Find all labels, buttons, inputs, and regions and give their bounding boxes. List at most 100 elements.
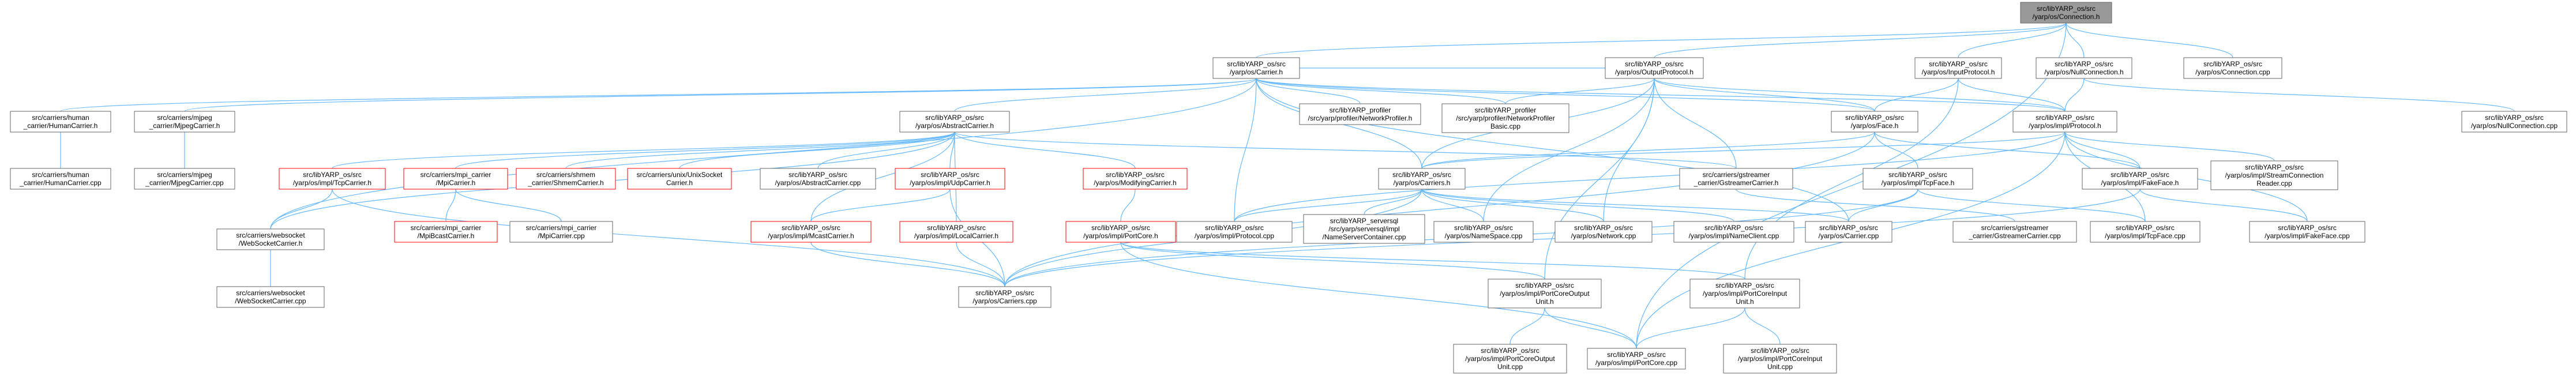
edge-Carriers_h-to-Network_cpp xyxy=(1419,183,1604,222)
edge-Carrier_h-to-Carrier_cpp xyxy=(1253,73,1849,222)
node-box-LocalCarrier_h[interactable] xyxy=(899,221,1013,243)
edge-AbstractCarrier_h-to-AbstractCarrier_cpp xyxy=(817,126,957,169)
node-box-MpiCarrier_cpp[interactable] xyxy=(509,221,613,243)
edge-McastCarrier_h-to-Carriers_cpp xyxy=(808,236,1005,287)
node-box-PortCoreOutputUnit_h[interactable] xyxy=(1488,279,1602,309)
node-box-WebSocketCarrier_cpp[interactable] xyxy=(216,286,325,308)
node-box-NetworkProfiler_cpp[interactable] xyxy=(1441,103,1569,133)
edge-MpiCarrier_h-to-MpiBcastCarrier_h xyxy=(445,183,459,222)
node-box-NameSpace_cpp[interactable] xyxy=(1433,221,1534,243)
edge-AbstractCarrier_h-to-ShmemCarrier_h xyxy=(565,126,958,169)
node-box-Carrier_cpp[interactable] xyxy=(1805,221,1892,243)
node-box-GstreamerCarrier_h[interactable] xyxy=(1679,168,1793,190)
edge-AbstractCarrier_h-to-TcpCarrier_h xyxy=(332,126,958,169)
node-box-NullConnection_cpp[interactable] xyxy=(2461,111,2567,133)
nodes-layer xyxy=(10,2,2567,374)
node-box-PortCore_cpp[interactable] xyxy=(1587,348,1686,370)
node-box-TcpCarrier_h[interactable] xyxy=(279,168,386,190)
edge-ImplProtocol_h-to-StreamConnectionReader_cpp xyxy=(2062,126,2275,161)
edge-AbstractCarrier_h-to-MpiCarrier_h xyxy=(455,126,958,169)
node-box-FakeFace_h[interactable] xyxy=(2082,168,2198,190)
edge-MpiCarrier_h-to-MpiCarrier_cpp xyxy=(453,183,562,222)
edge-LocalCarrier_h-to-Carriers_cpp xyxy=(953,236,1005,287)
edge-PortCoreInputUnit_h-to-PortCore_cpp xyxy=(1636,302,1748,349)
edge-Carrier_h-to-NetworkProfiler_cpp xyxy=(1253,73,1506,104)
node-box-InputProtocol_h[interactable] xyxy=(1914,57,2002,79)
node-box-NullConnection_h[interactable] xyxy=(2036,57,2132,79)
node-box-ModifyingCarrier_h[interactable] xyxy=(1083,168,1188,190)
edge-Carrier_h-to-HumanCarrier_h xyxy=(60,73,1260,112)
node-box-MpiCarrier_h[interactable] xyxy=(403,168,508,190)
node-box-Carrier_h[interactable] xyxy=(1212,57,1300,79)
node-box-PortCoreOutputUnit_cpp[interactable] xyxy=(1453,344,1567,374)
node-box-PortCoreInputUnit_cpp[interactable] xyxy=(1723,344,1837,374)
node-box-root[interactable] xyxy=(2020,2,2112,24)
node-box-UdpCarrier_h[interactable] xyxy=(895,168,1005,190)
edge-Carriers_h-to-Carrier_cpp xyxy=(1418,183,1849,222)
node-box-HumanCarrier_h[interactable] xyxy=(10,111,111,133)
node-box-AbstractCarrier_h[interactable] xyxy=(899,111,1010,133)
node-box-ImplProtocol_h[interactable] xyxy=(2012,111,2117,133)
node-box-MpiBcastCarrier_h[interactable] xyxy=(394,221,498,243)
node-box-HumanCarrier_cpp[interactable] xyxy=(10,168,111,190)
edge-OutputProtocol_h-to-NetworkProfiler_cpp xyxy=(1505,73,1657,104)
edge-Carriers_h-to-NameClient_cpp xyxy=(1419,183,1734,222)
node-box-ShmemCarrier_h[interactable] xyxy=(516,168,616,190)
node-box-PortCore_h[interactable] xyxy=(1065,221,1176,243)
edge-TcpCarrier_h-to-WebSocketCarrier_h xyxy=(270,183,335,230)
node-box-MjpegCarrier_h[interactable] xyxy=(134,111,235,133)
node-box-FakeFace_cpp[interactable] xyxy=(2249,221,2365,243)
edge-AbstractCarrier_h-to-ModifyingCarrier_h xyxy=(952,126,1136,169)
node-box-NetworkProfiler_h[interactable] xyxy=(1299,103,1421,125)
edge-TcpCarrier_h-to-Carriers_cpp xyxy=(329,183,1005,287)
node-box-Carriers_h[interactable] xyxy=(1378,168,1466,190)
edge-AbstractCarrier_h-to-McastCarrier_h xyxy=(810,126,957,222)
node-box-OutputProtocol_h[interactable] xyxy=(1605,57,1704,79)
edge-InputProtocol_h-to-Face_h xyxy=(1874,73,1961,112)
edge-root-to-Connection_cpp xyxy=(2063,17,2233,58)
edge-OutputProtocol_h-to-Network_cpp xyxy=(1603,73,1657,222)
edge-root-to-InputProtocol_h xyxy=(1958,17,2069,58)
node-box-Connection_cpp[interactable] xyxy=(2183,57,2282,79)
edge-OutputProtocol_h-to-Face_h xyxy=(1651,73,1875,112)
node-box-TcpFace_cpp[interactable] xyxy=(2090,221,2201,243)
edge-root-to-NullConnection_h xyxy=(2063,17,2085,58)
node-box-Face_h[interactable] xyxy=(1831,111,1918,133)
edge-UdpCarrier_h-to-McastCarrier_h xyxy=(810,183,953,222)
edge-ModifyingCarrier_h-to-PortCore_h xyxy=(1120,183,1138,222)
node-box-Carriers_cpp[interactable] xyxy=(958,286,1052,308)
node-box-AbstractCarrier_cpp[interactable] xyxy=(760,168,876,190)
edge-Carrier_h-to-Face_h xyxy=(1253,73,1875,112)
node-box-StreamConnectionReader_cpp[interactable] xyxy=(2210,160,2338,190)
edge-Carrier_h-to-ImplProtocol_h xyxy=(1253,73,2066,112)
edge-ImplProtocol_h-to-Protocol_cpp xyxy=(1234,126,2068,222)
edge-PortCoreOutputUnit_h-to-PortCoreOutputUnit_cpp xyxy=(1509,302,1548,345)
node-box-Protocol_cpp[interactable] xyxy=(1176,221,1293,243)
edge-OutputProtocol_h-to-PortCoreOutputUnit_h xyxy=(1544,73,1657,280)
node-box-NameServerContainer_cpp[interactable] xyxy=(1303,214,1425,244)
edge-PortCore_h-to-PortCore_cpp xyxy=(1118,236,1637,349)
edge-root-to-OutputProtocol_h xyxy=(1654,17,2070,58)
edge-root-to-Carrier_h xyxy=(1256,17,2070,58)
node-box-PortCoreInputUnit_h[interactable] xyxy=(1689,279,1800,309)
edge-Carrier_h-to-AbstractCarrier_h xyxy=(954,73,1259,112)
edges-layer xyxy=(58,17,2515,349)
edge-OutputProtocol_h-to-NameSpace_cpp xyxy=(1483,73,1657,222)
edge-ImplProtocol_h-to-Carriers_h xyxy=(1421,126,2068,169)
node-box-GstreamerCarrier_cpp[interactable] xyxy=(1952,221,2077,243)
node-box-UnixSocketCarrier_h[interactable] xyxy=(627,168,732,190)
edge-PortCore_h-to-PortCoreOutputUnit_h xyxy=(1117,236,1545,280)
node-box-WebSocketCarrier_h[interactable] xyxy=(216,228,325,250)
edge-TcpFace_h-to-TcpFace_cpp xyxy=(1915,183,2146,222)
edge-OutputProtocol_h-to-GstreamerCarrier_h xyxy=(1651,73,1737,169)
edge-TcpFace_h-to-Carrier_cpp xyxy=(1848,183,1921,222)
edge-AbstractCarrier_h-to-GstreamerCarrier_h xyxy=(951,126,1737,169)
node-box-NameClient_cpp[interactable] xyxy=(1673,221,1794,243)
node-box-TcpFace_h[interactable] xyxy=(1862,168,1973,190)
node-box-McastCarrier_h[interactable] xyxy=(750,221,872,243)
node-box-MjpegCarrier_cpp[interactable] xyxy=(134,168,235,190)
edge-Carriers_h-to-NameServerContainer_cpp xyxy=(1364,183,1425,215)
node-box-Network_cpp[interactable] xyxy=(1554,221,1653,243)
edge-GstreamerCarrier_h-to-GstreamerCarrier_cpp xyxy=(1733,183,2015,222)
